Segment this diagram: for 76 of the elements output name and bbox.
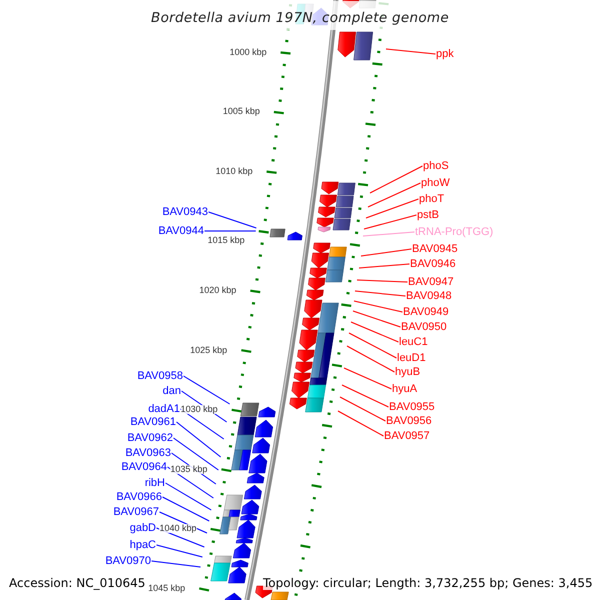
tick-label: 1035 kbp [170,464,208,474]
leader-line [162,496,210,522]
genome-summary-text: Topology: circular; Length: 3,732,255 bp; Genes: 3,455 [263,576,593,590]
leader-line [354,300,403,312]
leader-line [362,232,415,236]
leader-line [340,396,386,422]
leader-line [176,422,222,458]
gene-label: gabD [130,522,156,534]
accession-text: Accession: NC_010645 [9,576,146,590]
leader-line [338,410,384,436]
gene-label: dadA1 [148,404,180,414]
tick-label: 1010 kbp [216,166,253,176]
tick-label: 1020 kbp [199,286,236,295]
leader-line [165,482,212,510]
gene-label: BAV0970 [105,556,151,566]
gene-label: BAV0956 [386,416,432,426]
leader-line [364,214,417,230]
gene-label: BAV0962 [127,432,173,444]
gene-label: BAV0958 [137,370,183,382]
gene-label: BAV0964 [121,462,167,472]
gene-label: BAV0949 [403,306,449,318]
leader-line [354,290,406,296]
gene-label: BAV0957 [384,430,430,442]
tick-label: 1005 kbp [222,107,260,116]
gene-label: ppk [436,48,454,60]
leader-line [358,264,410,268]
leader-line [183,376,230,404]
tick-label: 1030 kbp [180,405,218,414]
tick-label: 1040 kbp [159,524,196,534]
gene-label: pstB [417,210,440,220]
leader-line [156,544,203,558]
gene-label: phoT [419,194,444,204]
gene-label: BAV0943 [162,206,208,218]
leader-line [370,166,423,194]
leader-line [342,384,389,408]
leader-line [352,310,401,328]
gene-label: hyuA [392,384,418,394]
gene-label: dan [162,386,181,396]
leader-line [360,248,412,256]
gene-label: hyuB [395,366,420,378]
tick-label: 1045 kbp [148,584,186,593]
leader-line [204,230,256,232]
gene-label: leuC1 [399,336,428,348]
leader-line [173,438,219,470]
gene-label: leuD1 [397,352,426,364]
leader-line [208,212,257,228]
leader-line [366,198,419,218]
gene-label: BAV0950 [401,322,447,332]
tick-label: 1025 kbp [190,346,228,354]
gene-label: BAV0944 [158,226,204,236]
gene-label: BAV0955 [389,402,435,412]
tick-label: 1000 kbp [230,48,267,56]
leader-line [350,322,399,342]
leader-line [151,560,201,568]
gene-label: tRNA-Pro(TGG) [415,226,494,238]
gene-label: BAV0966 [116,492,162,502]
gene-label: BAV0948 [406,290,452,302]
gene-label: BAV0961 [130,416,176,428]
gene-label: BAV0946 [410,258,456,270]
leader-line [348,332,397,358]
gene-label: hpaC [130,540,156,550]
leader-line [346,346,395,372]
gene-label: ribH [144,478,165,488]
leader-line [386,48,436,54]
gene-label: phoS [423,160,449,172]
leader-line [344,368,392,390]
gene-label: BAV0967 [113,506,159,518]
gene-label: phoW [421,178,450,188]
tick-label: 1015 kbp [208,236,245,246]
leader-line [368,182,421,208]
gene-label: BAV0945 [412,244,458,254]
gene-label: BAV0963 [125,448,171,458]
gene-label: BAV0947 [408,276,454,288]
leader-line [356,280,408,282]
leader-line [180,408,224,440]
leader-line [167,466,214,498]
